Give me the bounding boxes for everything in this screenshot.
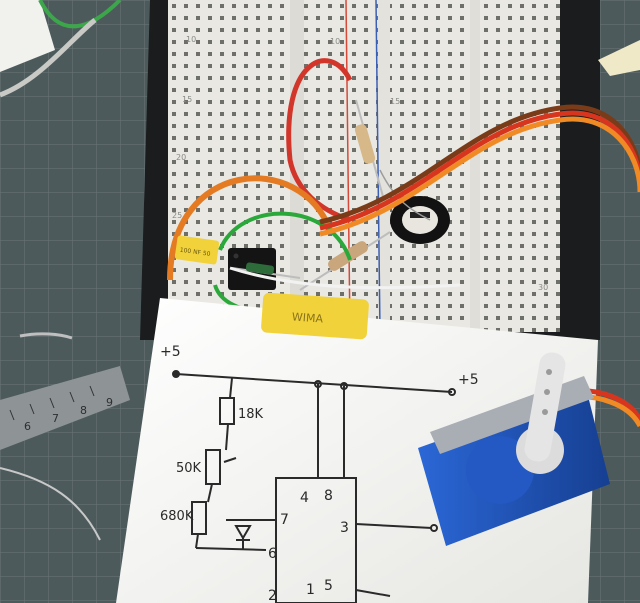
ruler-mark-9: 9 xyxy=(106,396,113,409)
ruler-mark-7: 7 xyxy=(52,412,59,425)
loose-wire-left-2 xyxy=(19,332,73,340)
label-pin-7: 7 xyxy=(280,512,289,528)
label-supply-right: +5 xyxy=(458,372,479,388)
schematic-drawing xyxy=(172,370,456,603)
capacitor-large: WIMA xyxy=(261,292,369,340)
resistor-vertical xyxy=(354,99,385,201)
label-pot: 50K xyxy=(176,461,202,476)
row-label-20: 20 xyxy=(176,153,186,162)
row-label-15-right: 15 xyxy=(390,97,400,106)
row-label-30: 30 xyxy=(538,283,548,292)
row-label-25: 25 xyxy=(172,211,182,220)
label-pin-5: 5 xyxy=(324,578,333,594)
servo-cable-red xyxy=(319,110,640,231)
wire-red xyxy=(286,58,353,223)
wire-green-top xyxy=(218,211,352,261)
label-pin-4: 4 xyxy=(300,490,309,506)
row-label-15: 15 xyxy=(182,95,192,104)
label-r1: 18K xyxy=(238,407,264,422)
loose-wire-gray xyxy=(0,18,97,98)
capacitor-small: 100 NF 50 xyxy=(174,235,220,265)
breadboard xyxy=(168,0,560,332)
white-card xyxy=(0,0,55,72)
label-pin-3: 3 xyxy=(340,520,349,536)
servo-cable-brown xyxy=(319,104,640,225)
label-pin-2: 2 xyxy=(268,588,277,603)
row-label-10: 10 xyxy=(186,35,196,44)
label-pin-1: 1 xyxy=(306,582,315,598)
diode xyxy=(231,262,301,279)
wire-white xyxy=(229,266,461,290)
breadboard-gap-right xyxy=(470,0,480,332)
metal-ruler: 6 7 8 9 xyxy=(0,366,130,450)
label-pin-8: 8 xyxy=(324,488,333,504)
label-pin-6: 6 xyxy=(268,546,277,562)
label-r2: 680K xyxy=(160,509,194,524)
paper-scrap xyxy=(598,40,640,76)
servo-cable-orange xyxy=(319,116,640,237)
wire-orange xyxy=(167,175,333,281)
capacitor-small-label: 100 NF 50 xyxy=(179,247,211,258)
loose-wire-green xyxy=(38,0,122,29)
breadboard-rail-divider xyxy=(378,0,390,332)
wire-gray-thin xyxy=(379,169,431,221)
capacitor-large-label: WIMA xyxy=(291,310,323,325)
loose-wire-left-1 xyxy=(0,467,101,541)
servo-motor xyxy=(418,352,640,546)
ruler-mark-8: 8 xyxy=(80,404,87,417)
ruler-mark-6: 6 xyxy=(24,420,31,433)
label-supply-left: +5 xyxy=(160,344,181,360)
rail-red-line xyxy=(345,0,351,333)
rail-blue-line xyxy=(375,0,381,333)
row-label-10-right: 10 xyxy=(330,37,340,46)
potentiometer xyxy=(390,196,450,244)
